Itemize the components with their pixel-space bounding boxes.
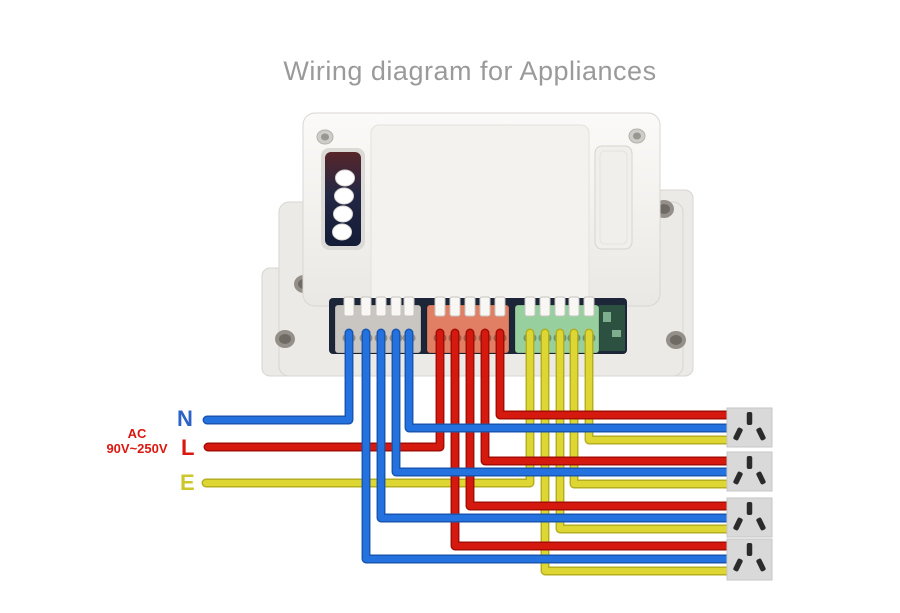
wire-live-out-4 [450, 328, 736, 551]
wire-neutral-out-1 [404, 328, 736, 433]
ac-voltage-label: AC 90V~250V [94, 426, 180, 456]
live-label: L [181, 435, 195, 460]
wire-neutral-out-2 [391, 328, 736, 477]
diagram-title: Wiring diagram for Appliances [283, 56, 657, 86]
wire-earth-out-2 [569, 328, 736, 489]
device-lid [302, 112, 661, 307]
terminal-push-button[interactable] [479, 296, 491, 317]
wire-neutral-out-4 [361, 328, 736, 564]
neutral-label: N [177, 406, 193, 431]
outlet-right-slot [756, 427, 766, 441]
ac-line1: AC [127, 426, 147, 441]
wire-neutral-out-3 [376, 328, 736, 523]
right-inset-panel [594, 145, 633, 250]
wire-earth-out-3 [555, 328, 736, 534]
terminal-push-button[interactable] [539, 296, 551, 317]
outlet-right-slot [756, 471, 766, 485]
terminal-push-button[interactable] [343, 296, 355, 317]
pcb-edge [599, 305, 625, 351]
outlet-ground-slot [746, 412, 753, 425]
terminal-push-button[interactable] [375, 296, 387, 317]
wire-live-out-1 [495, 328, 736, 420]
terminal-push-button[interactable] [464, 296, 476, 317]
wire-neutral-input [202, 328, 354, 425]
led-window [321, 148, 365, 250]
terminal-push-button[interactable] [583, 296, 595, 317]
terminal-push-button[interactable] [449, 296, 461, 317]
base-screw-holes [275, 200, 686, 349]
wire-live-input [203, 328, 445, 452]
wire-live-out-3 [465, 328, 736, 511]
wire-live-out-2 [480, 328, 736, 466]
outlets-layer [726, 407, 773, 581]
outlet-2 [726, 451, 773, 492]
outlet-3 [726, 497, 773, 538]
outlet-left-slot [733, 427, 743, 441]
outlet-4 [726, 538, 773, 581]
terminal-push-button[interactable] [524, 296, 536, 317]
terminal-push-button[interactable] [390, 296, 402, 317]
outlet-ground-slot [746, 502, 753, 515]
wire-earth-input [201, 328, 535, 488]
terminal-push-button[interactable] [494, 296, 506, 317]
outlet-left-slot [733, 517, 743, 531]
terminal-push-button[interactable] [403, 296, 415, 317]
outlet-ground-slot [746, 456, 753, 469]
outlet-right-slot [756, 517, 766, 531]
outlet-right-slot [756, 558, 766, 572]
wire-earth-out-1 [584, 328, 736, 445]
wires-layer [201, 328, 736, 576]
terminal-push-button[interactable] [360, 296, 372, 317]
outlet-left-slot [733, 558, 743, 572]
outlet-ground-slot [746, 543, 753, 556]
channel-buttons[interactable] [332, 169, 355, 241]
terminal-push-button[interactable] [434, 296, 446, 317]
outlet-left-slot [733, 471, 743, 485]
terminal-push-button[interactable] [554, 296, 566, 317]
outlet-1 [726, 407, 773, 448]
earth-label: E [180, 470, 195, 495]
terminal-push-button[interactable] [568, 296, 580, 317]
ac-line2: 90V~250V [106, 441, 168, 456]
